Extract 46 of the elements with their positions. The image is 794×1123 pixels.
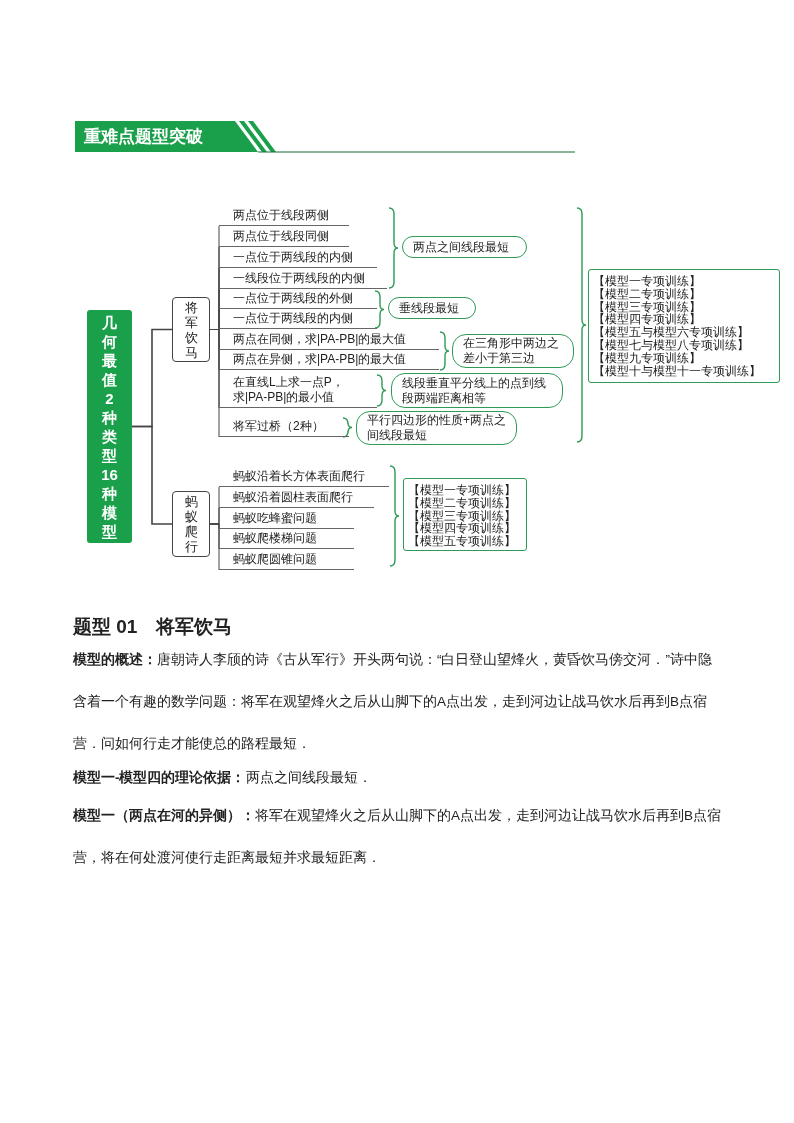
training-item: 【模型二专项训练】 [593,287,702,300]
branch-item: 两点在异侧，求|PA-PB|的最大值 [219,350,439,370]
category-box: 将军饮马 [172,297,210,362]
training-list-box [403,478,527,551]
branch-item: 一点位于两线段的内侧 [219,247,377,268]
training-item: 【模型三专项训练】 [408,509,517,523]
training-item: 【模型二专项训练】 [408,496,517,509]
training-item: 【模型五专项训练】 [408,535,517,548]
branch-line [209,329,220,438]
paragraph: 模型的概述：唐朝诗人李颀的诗《古从军行》开头两句说：“白日登山望烽火，黄昏饮马傍交河．”诗中隐含着一个有趣的数学问题：将军在观望烽火之后从山脚下的A点出发，走到河边让战马饮水后再到B点宿营．问如何行走才能使总的路程最短． [73,651,713,753]
branch-item: 蚂蚁爬圆锥问题 [219,549,354,570]
branch-item: 蚂蚁吃蜂蜜问题 [219,508,354,529]
section-heading: 题型 01 将军饮马 [73,615,234,639]
training-item: 【模型一专项训练】 [408,484,517,497]
training-item: 【模型五与模型六专项训练】 [593,326,750,339]
training-list-box [588,269,780,383]
branch-item: 蚂蚁爬楼梯问题 [219,529,354,549]
conclusion-box: 平行四边形的性质+两点之间线段最短 [356,411,517,445]
branch-line [131,425,173,525]
conclusion-box: 在三角形中两边之差小于第三边 [452,334,574,368]
branch-item: 蚂蚁沿着圆柱表面爬行 [219,487,374,508]
training-item: 【模型九专项训练】 [593,351,702,364]
branch-item: 一点位于两线段的外侧 [219,289,377,309]
training-item: 【模型三专项训练】 [593,300,702,314]
training-item: 【模型四专项训练】 [593,313,701,327]
branch-item: 在直线L上求一点P，求|PA-PB|的最小值 [219,372,377,408]
branch-item: 两点位于线段同侧 [219,226,349,247]
branch-item: 蚂蚁沿着长方体表面爬行 [219,465,389,487]
branch-line [209,523,220,571]
section-title: 重难点题型突破 [84,126,203,148]
paragraph: 模型一-模型四的理论依据：两点之间线段最短． [73,769,373,787]
training-item: 【模型十与模型十一专项训练】 [593,364,762,378]
branch-item: 两点在同侧，求|PA-PB|的最大值 [219,330,439,350]
training-item: 【模型七与模型八专项训练】 [593,339,750,352]
conclusion-box: 两点之间线段最短 [402,236,527,258]
paragraph: 模型一（两点在河的异侧）：将军在观望烽火之后从山脚下的A点出发，走到河边让战马饮水后再到B点宿营，将在何处渡河使行走距离最短并求最短距离． [73,807,722,867]
branch-item: 将军过桥（2种） [219,416,349,437]
training-item: 【模型四专项训练】 [408,522,517,536]
root-topic-box: 几何最值2种类型16种模型 [87,310,132,543]
category-box: 蚂蚁爬行 [172,491,210,557]
branch-item: 一线段位于两线段的内侧 [219,268,387,289]
branch-item: 两点位于线段两侧 [219,205,349,226]
conclusion-box: 垂线段最短 [388,297,476,319]
conclusion-box: 线段垂直平分线上的点到线段两端距离相等 [391,373,563,408]
training-item: 【模型一专项训练】 [593,275,702,288]
branch-item: 一点位于两线段的内侧 [219,309,377,329]
